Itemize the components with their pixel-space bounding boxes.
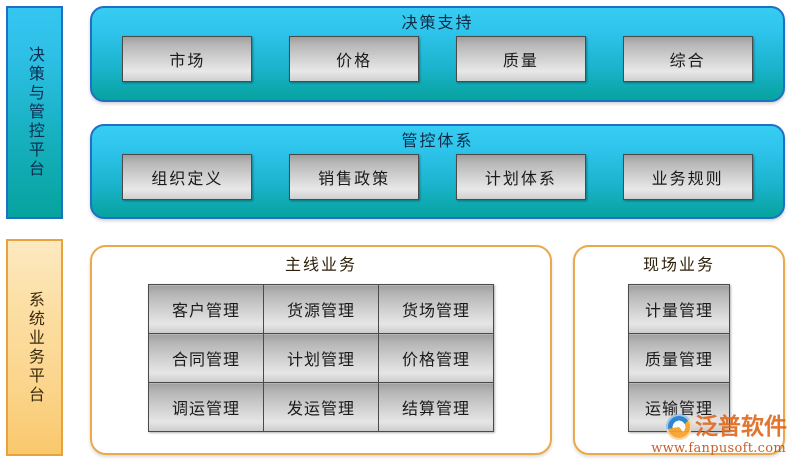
- button-plan-management[interactable]: 计划管理: [263, 333, 379, 384]
- sidebar-system-platform[interactable]: 系统业务平台: [6, 239, 63, 456]
- button-price-management[interactable]: 价格管理: [378, 333, 494, 384]
- table-row: 运输管理: [628, 382, 730, 433]
- panel-control-system: 管控体系 组织定义 销售政策 计划体系 业务规则: [90, 124, 785, 219]
- panel-decision-support-button-row: 市场 价格 质量 综合: [92, 36, 783, 83]
- field-business-button-grid: 计量管理 质量管理 运输管理: [628, 284, 730, 433]
- table-row: 客户管理 货源管理 货场管理: [148, 284, 494, 335]
- button-quality-management[interactable]: 质量管理: [628, 333, 730, 384]
- panel-control-system-title: 管控体系: [401, 131, 474, 150]
- sidebar-decision-platform-label: 决策与管控平台: [25, 46, 45, 179]
- panel-field-business: 现场业务 计量管理 质量管理 运输管理: [573, 245, 785, 455]
- button-yard-management[interactable]: 货场管理: [378, 284, 494, 335]
- table-row: 计量管理: [628, 284, 730, 335]
- sidebar-system-platform-label: 系统业务平台: [25, 290, 45, 405]
- button-contract-management[interactable]: 合同管理: [148, 333, 264, 384]
- panel-main-business-title: 主线业务: [284, 255, 357, 274]
- main-business-button-grid: 客户管理 货源管理 货场管理 合同管理 计划管理 价格管理 调运管理 发运管理 …: [148, 284, 494, 433]
- button-transport-management[interactable]: 运输管理: [628, 382, 730, 433]
- panel-field-business-title: 现场业务: [642, 255, 715, 274]
- button-shipment-management[interactable]: 发运管理: [263, 382, 379, 433]
- panel-main-business: 主线业务 客户管理 货源管理 货场管理 合同管理 计划管理 价格管理 调运管理 …: [90, 245, 552, 455]
- button-organization-definition[interactable]: 组织定义: [122, 154, 253, 201]
- panel-control-system-button-row: 组织定义 销售政策 计划体系 业务规则: [92, 154, 783, 201]
- button-comprehensive[interactable]: 综合: [622, 36, 753, 83]
- button-price[interactable]: 价格: [289, 36, 420, 83]
- table-row: 质量管理: [628, 333, 730, 384]
- table-row: 合同管理 计划管理 价格管理: [148, 333, 494, 384]
- button-customer-management[interactable]: 客户管理: [148, 284, 264, 335]
- button-quality[interactable]: 质量: [455, 36, 586, 83]
- button-supply-management[interactable]: 货源管理: [263, 284, 379, 335]
- panel-decision-support-title: 决策支持: [401, 13, 474, 32]
- table-row: 调运管理 发运管理 结算管理: [148, 382, 494, 433]
- button-plan-system[interactable]: 计划体系: [455, 154, 586, 201]
- button-sales-policy[interactable]: 销售政策: [289, 154, 420, 201]
- button-dispatch-management[interactable]: 调运管理: [148, 382, 264, 433]
- button-measurement-management[interactable]: 计量管理: [628, 284, 730, 335]
- panel-decision-support: 决策支持 市场 价格 质量 综合: [90, 6, 785, 102]
- button-market[interactable]: 市场: [122, 36, 253, 83]
- sidebar-decision-platform[interactable]: 决策与管控平台: [6, 6, 63, 219]
- button-business-rules[interactable]: 业务规则: [622, 154, 753, 201]
- button-settlement-management[interactable]: 结算管理: [378, 382, 494, 433]
